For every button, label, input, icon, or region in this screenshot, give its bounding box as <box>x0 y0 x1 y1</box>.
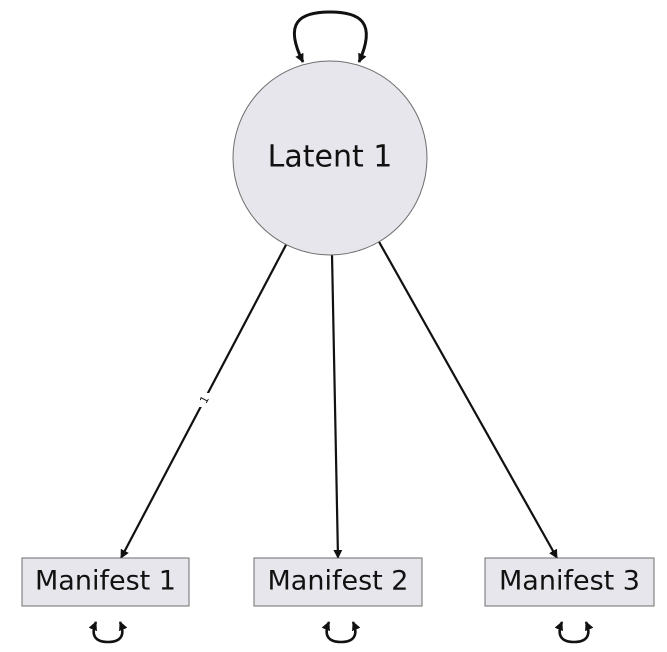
manifest-node-2[interactable]: Manifest 2 <box>253 557 423 607</box>
manifest-box-1 <box>21 557 190 607</box>
manifest-variance-loop-2[interactable] <box>321 621 361 644</box>
manifest-label-3: Manifest 3 <box>499 566 640 597</box>
manifest-variance-loop-1[interactable] <box>88 621 128 644</box>
latent-label: Latent 1 <box>268 140 393 175</box>
manifest-node-3[interactable]: Manifest 3 <box>484 557 655 607</box>
manifest-box-3 <box>484 557 655 607</box>
latent-node[interactable]: Latent 1 <box>232 60 428 256</box>
manifest-node-1[interactable]: Manifest 1 <box>21 557 190 607</box>
latent-variance-loop[interactable] <box>292 10 368 63</box>
manifest-variance-loop-3[interactable] <box>554 621 594 644</box>
manifest-label-2: Manifest 2 <box>268 566 409 597</box>
latent-circle <box>232 60 428 256</box>
manifest-label-1: Manifest 1 <box>35 566 176 597</box>
manifest-box-2 <box>253 557 423 607</box>
loading-path-3[interactable] <box>377 239 558 559</box>
loading-path-2[interactable] <box>330 253 343 559</box>
path-label-background <box>199 393 210 407</box>
